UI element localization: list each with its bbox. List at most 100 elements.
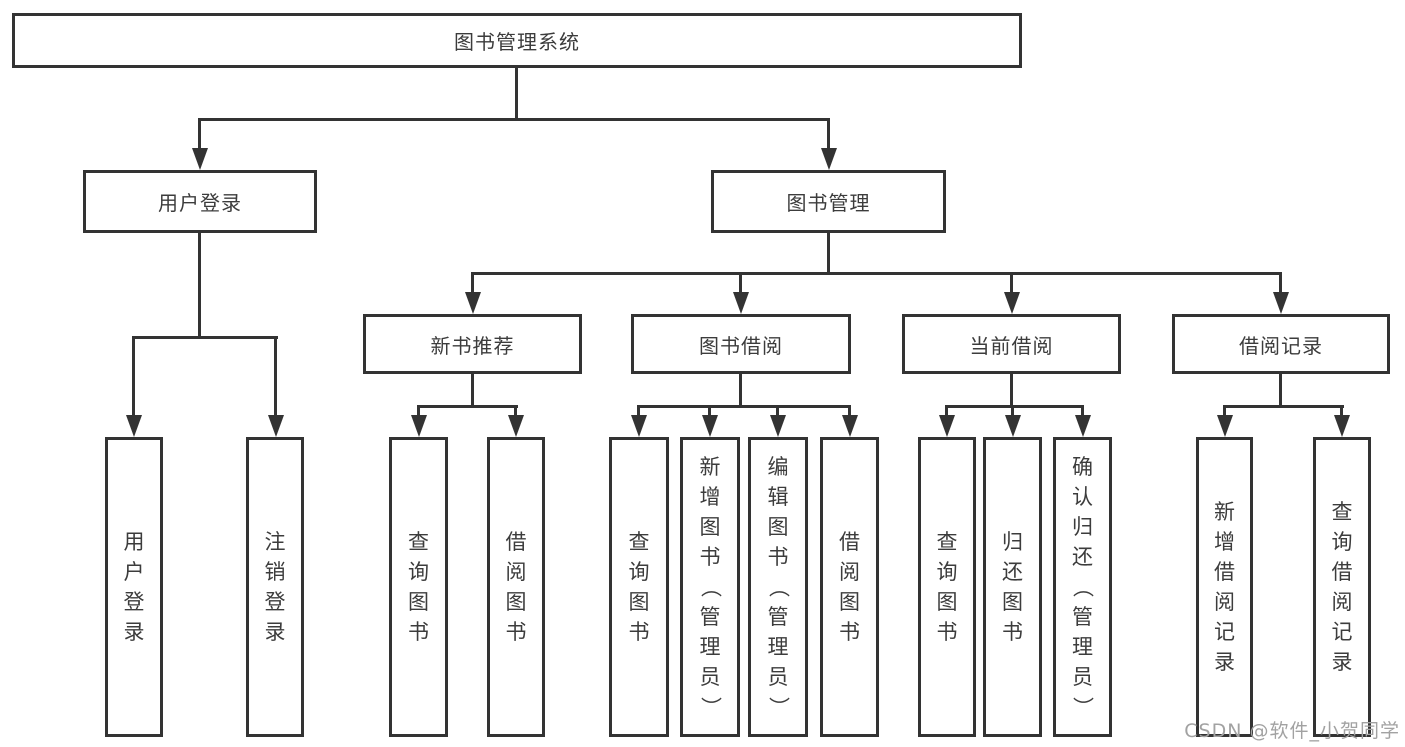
connector-user-login-horizontal <box>132 336 278 339</box>
connector-current-vertical <box>1010 374 1013 408</box>
leaf-add-borrow-record: 新增借阅记录 <box>1196 437 1253 737</box>
vertical-char: 增 <box>699 485 721 509</box>
vertical-char: 理 <box>1072 635 1093 659</box>
vertical-char: ） <box>698 696 722 718</box>
vertical-char: 销 <box>264 560 286 584</box>
vertical-char: 员 <box>1072 665 1093 689</box>
vertical-char: 借 <box>839 530 860 554</box>
vertical-char: 归 <box>1072 515 1093 539</box>
vertical-char: 登 <box>123 590 145 614</box>
vertical-char: 阅 <box>1331 590 1353 614</box>
arrow-to-borrow-books-borrowing <box>841 405 858 437</box>
vertical-char: 户 <box>123 560 145 584</box>
vertical-char: 书 <box>1002 620 1023 644</box>
vertical-char: 书 <box>628 620 650 644</box>
vertical-char: 录 <box>264 620 286 644</box>
vertical-char: 阅 <box>505 560 527 584</box>
vertical-char: 图 <box>1002 590 1023 614</box>
connector-records-vertical <box>1279 374 1282 408</box>
vertical-char: 询 <box>1331 530 1353 554</box>
leaf-return-books: 归还图书 <box>983 437 1042 737</box>
vertical-char: 管 <box>699 605 721 629</box>
connector-recommend-horizontal <box>417 405 518 408</box>
arrow-to-query-borrow-record <box>1333 405 1350 437</box>
vertical-char: 借 <box>505 530 527 554</box>
node-user-login: 用户登录 <box>83 170 317 233</box>
node-library-management-system: 图书管理系统 <box>12 13 1022 68</box>
leaf-query-books-borrowing: 查询图书 <box>609 437 669 737</box>
vertical-char: 理 <box>767 635 789 659</box>
vertical-char: ） <box>766 696 790 718</box>
vertical-char: 查 <box>1331 500 1353 524</box>
leaf-query-books-recommend: 查询图书 <box>389 437 448 737</box>
arrow-to-return-books <box>1004 405 1021 437</box>
leaf-borrow-books-recommend: 借阅图书 <box>487 437 545 737</box>
vertical-char: 登 <box>264 590 286 614</box>
vertical-char: 还 <box>1002 560 1023 584</box>
connector-book-management-vertical <box>827 233 830 275</box>
node-book-borrowing: 图书借阅 <box>631 314 851 374</box>
vertical-char: 员 <box>767 665 789 689</box>
arrow-to-new-book-recommend <box>464 272 481 314</box>
vertical-char: 理 <box>699 635 721 659</box>
arrow-to-leaf-user-login <box>125 336 142 437</box>
node-label: 当前借阅 <box>969 333 1054 358</box>
leaf-add-books-admin: 新增图书（管理员） <box>680 437 740 737</box>
vertical-char: 书 <box>936 620 958 644</box>
arrow-to-add-books-admin <box>701 405 718 437</box>
vertical-char: 认 <box>1072 485 1093 509</box>
vertical-char: 查 <box>936 530 958 554</box>
node-label: 图书管理 <box>786 191 871 215</box>
arrow-to-current-borrowing <box>1003 272 1020 314</box>
node-new-book-recommend: 新书推荐 <box>363 314 582 374</box>
connector-borrowing-vertical <box>739 374 742 408</box>
leaf-query-borrow-record: 查询借阅记录 <box>1313 437 1371 737</box>
vertical-char: 图 <box>628 590 650 614</box>
connector-recommend-vertical <box>471 374 474 408</box>
vertical-char: 书 <box>699 545 721 569</box>
arrow-to-query-books-recommend <box>410 405 427 437</box>
leaf-user-login: 用户登录 <box>105 437 163 737</box>
arrow-to-confirm-return-admin <box>1074 405 1091 437</box>
arrow-to-book-management <box>820 118 837 170</box>
vertical-char: 录 <box>1331 650 1353 674</box>
vertical-char: 图 <box>839 590 860 614</box>
vertical-char: 图 <box>767 515 789 539</box>
leaf-borrow-books-borrowing: 借阅图书 <box>820 437 879 737</box>
leaf-edit-books-admin: 编辑图书（管理员） <box>748 437 808 737</box>
vertical-char: 还 <box>1072 545 1093 569</box>
vertical-char: ） <box>1070 696 1095 718</box>
vertical-char: 图 <box>408 590 429 614</box>
connector-root-horizontal <box>198 118 830 121</box>
vertical-char: 图 <box>505 590 527 614</box>
arrow-to-query-books-borrowing <box>630 405 647 437</box>
connector-borrowing-horizontal <box>637 405 851 408</box>
vertical-char: （ <box>698 576 722 598</box>
connector-book-management-horizontal <box>471 272 1282 275</box>
csdn-watermark: CSDN @软件_小贺同学 <box>1184 720 1400 742</box>
vertical-char: （ <box>1070 576 1095 598</box>
arrow-to-leaf-logout <box>267 336 284 437</box>
vertical-char: 录 <box>1214 650 1235 674</box>
vertical-char: 借 <box>1214 560 1235 584</box>
vertical-char: 记 <box>1331 620 1353 644</box>
arrow-to-borrow-books-recommend <box>507 405 524 437</box>
vertical-char: 查 <box>628 530 650 554</box>
vertical-char: 书 <box>408 620 429 644</box>
node-label: 用户登录 <box>158 191 242 215</box>
vertical-char: 新 <box>699 455 721 479</box>
vertical-char: 用 <box>123 530 145 554</box>
vertical-char: 图 <box>936 590 958 614</box>
connector-records-horizontal <box>1223 405 1344 408</box>
vertical-char: 询 <box>936 560 958 584</box>
node-borrowing-records: 借阅记录 <box>1172 314 1390 374</box>
vertical-char: 书 <box>839 620 860 644</box>
vertical-char: 书 <box>767 545 789 569</box>
vertical-char: 确 <box>1072 455 1093 479</box>
arrow-to-borrowing-records <box>1272 272 1289 314</box>
arrow-to-edit-books-admin <box>769 405 786 437</box>
vertical-char: 书 <box>505 620 527 644</box>
vertical-char: 查 <box>408 530 429 554</box>
vertical-char: 记 <box>1214 620 1235 644</box>
